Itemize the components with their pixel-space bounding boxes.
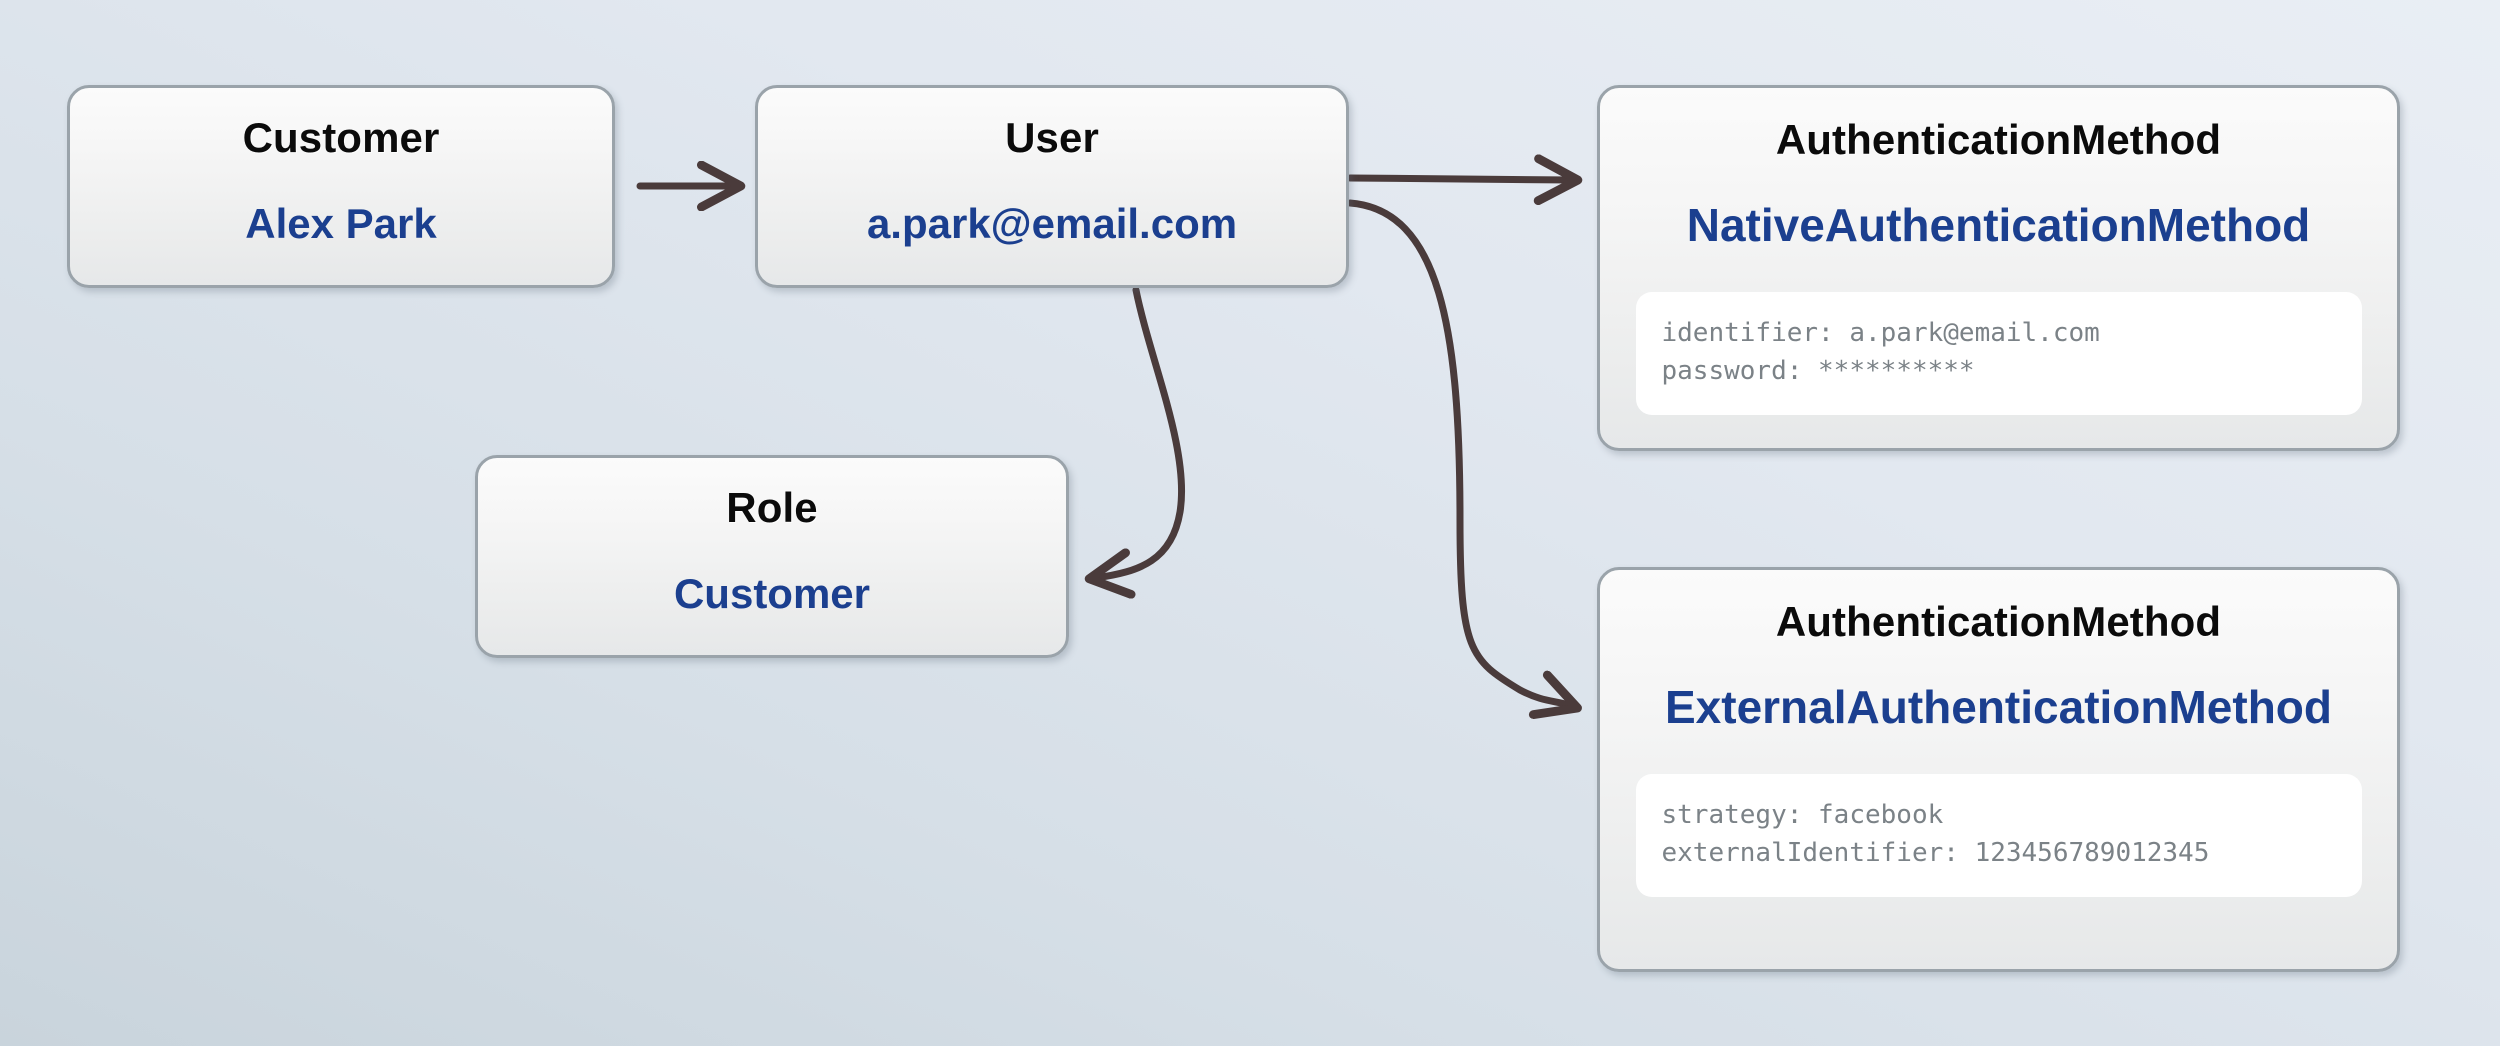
node-external-type: AuthenticationMethod (1775, 598, 2222, 645)
node-customer[interactable]: Customer Alex Park (67, 85, 615, 288)
node-external-detail-external-identifier: externalIdentifier: 123456789012345 (1661, 838, 2210, 869)
edge-user-to-external (1346, 199, 1572, 706)
node-role-type: Role (726, 484, 818, 531)
node-customer-value: Alex Park (245, 200, 437, 247)
edge-user-to-native (1346, 178, 1572, 180)
node-native-value: NativeAuthenticationMethod (1686, 199, 2311, 251)
node-external-value: ExternalAuthenticationMethod (1664, 681, 2333, 733)
node-external-detail-panel: strategy: facebook externalIdentifier: 1… (1635, 774, 2362, 897)
node-native-detail-identifier: identifier: a.park@email.com (1661, 318, 2100, 348)
node-role[interactable]: Role Customer (475, 455, 1069, 658)
node-customer-type: Customer (242, 114, 440, 161)
node-user[interactable]: User a.park@email.com (755, 85, 1349, 288)
node-native-detail-password: password: ********** (1661, 356, 1975, 387)
node-user-value: a.park@email.com (866, 200, 1238, 247)
node-native-detail-panel: identifier: a.park@email.com password: *… (1635, 292, 2362, 415)
node-native-authentication-method[interactable]: AuthenticationMethod NativeAuthenticatio… (1597, 85, 2400, 451)
node-role-value: Customer (673, 570, 871, 617)
node-user-type: User (1005, 114, 1099, 161)
node-external-authentication-method[interactable]: AuthenticationMethod ExternalAuthenticat… (1597, 567, 2400, 972)
node-external-detail-strategy: strategy: facebook (1661, 800, 1944, 830)
node-native-type: AuthenticationMethod (1775, 116, 2222, 163)
edge-user-to-role (1095, 286, 1186, 578)
